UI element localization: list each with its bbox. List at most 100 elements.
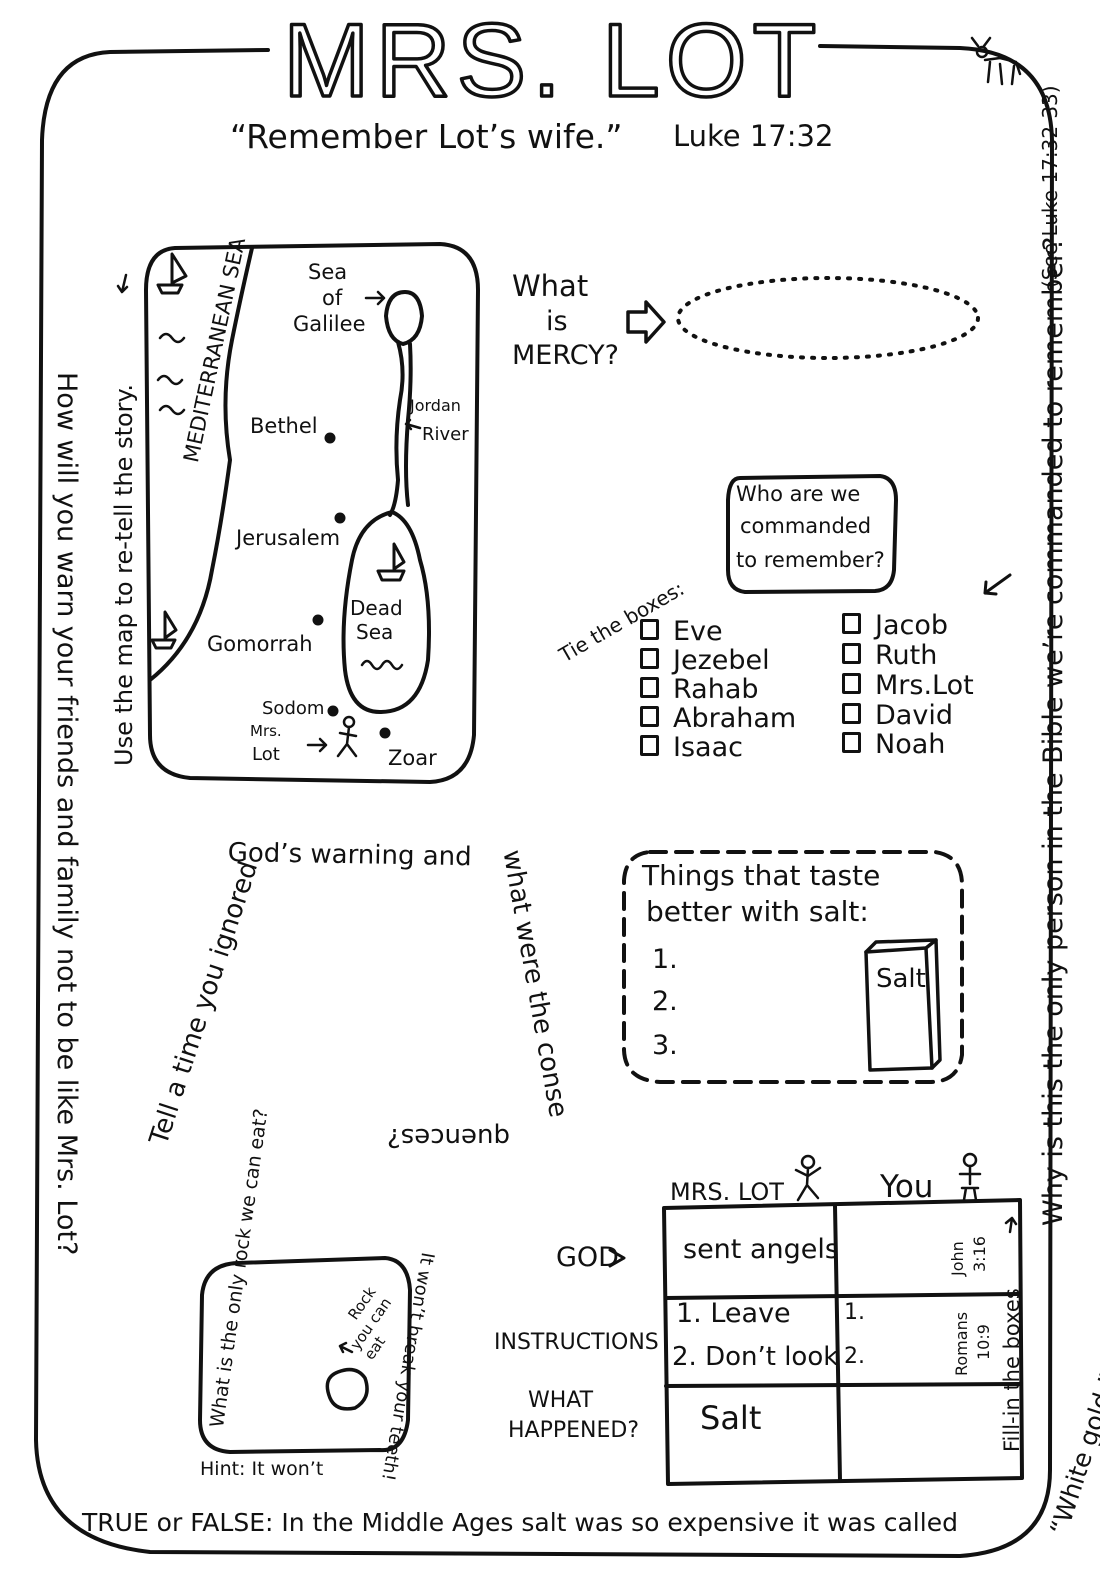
mercy-answer-box — [676, 276, 980, 360]
col-mrs-lot: MRS. LOT — [670, 1178, 784, 1206]
name-item[interactable]: Eve — [640, 616, 723, 647]
name-item[interactable]: Isaac — [640, 732, 743, 763]
mercy-what: What — [512, 269, 589, 303]
name-item[interactable]: Rahab — [640, 674, 759, 705]
arrow-icon — [364, 290, 386, 306]
row-instructions: INSTRUCTIONS — [494, 1330, 659, 1355]
mediterranean-coast — [148, 246, 254, 682]
deer-doodle-icon — [970, 36, 1022, 86]
jordan-river — [388, 340, 413, 517]
sea-of-galilee — [384, 290, 424, 346]
arrow-icon — [404, 418, 422, 431]
mercy-word: MERCY? — [512, 340, 619, 371]
arrow-icon — [983, 573, 1012, 596]
cell-you-instr-2[interactable]: 2. — [844, 1344, 865, 1369]
sailboat-icon — [376, 542, 406, 582]
true-false-question: TRUE or FALSE: In the Middle Ages salt w… — [82, 1508, 958, 1537]
gomorrah-dot — [312, 614, 324, 626]
table-row-divider — [664, 1292, 1022, 1300]
remember-line-1: Who are we — [736, 482, 861, 506]
name-item[interactable]: David — [842, 700, 953, 731]
wave-icon — [156, 332, 186, 416]
cell-you-instr-1[interactable]: 1. — [844, 1300, 865, 1325]
right-margin-question: Why is this the only person in the Bible… — [1038, 236, 1069, 1226]
cell-instr-2: 2. Don’t look — [672, 1342, 839, 1372]
salt-title-2: better with salt: — [646, 895, 869, 928]
map-label-dead: Dead — [350, 596, 403, 620]
map-label-bethel: Bethel — [250, 414, 318, 438]
name-item[interactable]: Mrs.Lot — [842, 670, 974, 701]
checkbox[interactable] — [640, 677, 659, 698]
rock-answer-box — [198, 1256, 412, 1454]
right-margin-reference: (See Luke 17:32-33) — [1038, 85, 1062, 288]
stick-figure-icon — [958, 1152, 982, 1202]
stick-figure-icon — [336, 715, 358, 758]
row-happened: HAPPENED? — [508, 1418, 640, 1443]
wave-icon — [360, 659, 404, 671]
remember-line-3: to remember? — [736, 548, 885, 572]
name-item[interactable]: Jacob — [842, 610, 948, 641]
cell-happened-salt: Salt — [700, 1399, 762, 1437]
name-item[interactable]: Abraham — [640, 703, 796, 734]
map-label-sea2: Sea — [356, 620, 394, 644]
warning-prompt-bottom: quences? — [386, 1122, 510, 1152]
map-label-jordan: Jordan — [410, 396, 461, 415]
svg-text:MRS. LOT: MRS. LOT — [283, 3, 822, 119]
arrow-icon — [306, 737, 328, 753]
arrow-icon — [338, 1341, 354, 1354]
map-label-of: of — [322, 286, 343, 310]
page-border — [34, 44, 1054, 1558]
jerusalem-dot — [334, 512, 346, 524]
salt-item-3[interactable]: 3. — [652, 1030, 678, 1061]
salt-item-1[interactable]: 1. — [652, 944, 678, 975]
table-row-divider — [664, 1382, 1023, 1388]
ref-john-verse: 3:16 — [970, 1236, 989, 1272]
salt-answer-box — [622, 850, 964, 1084]
salt-label: Salt — [876, 964, 926, 994]
name-item[interactable]: Ruth — [842, 640, 937, 671]
checkbox[interactable] — [640, 735, 659, 756]
salt-item-2[interactable]: 2. — [652, 986, 678, 1017]
table-col-divider — [833, 1204, 842, 1482]
remember-bubble — [726, 474, 898, 594]
map-label-jerusalem: Jerusalem — [236, 526, 341, 550]
map-label-sodom: Sodom — [262, 698, 325, 719]
verse-quote: “Remember Lot’s wife.” — [230, 117, 623, 156]
map-label-zoar: Zoar — [388, 746, 437, 770]
checkbox[interactable] — [842, 703, 861, 724]
checkbox[interactable] — [640, 619, 659, 640]
arrow-icon — [116, 273, 129, 294]
title-outline: MRS. LOT — [281, 1, 822, 121]
ref-romans-verse: 10:9 — [974, 1324, 993, 1360]
sailboat-icon — [150, 610, 178, 650]
checkbox[interactable] — [842, 643, 861, 664]
checkbox[interactable] — [842, 613, 861, 634]
name-item[interactable]: Jezebel — [640, 645, 770, 676]
salt-box-icon — [864, 938, 942, 1072]
ref-romans: Romans — [952, 1311, 971, 1376]
arrow-icon — [1004, 1216, 1018, 1234]
remember-line-2: commanded — [740, 514, 872, 538]
map-label-river: River — [422, 424, 469, 445]
bethel-dot — [324, 432, 336, 444]
row-god: GOD — [556, 1242, 619, 1273]
right-arrow-icon — [626, 300, 666, 344]
sailboat-icon — [156, 252, 188, 295]
cell-instr-1: 1. Leave — [676, 1298, 791, 1329]
map-frame — [144, 242, 480, 784]
map-label-mrs: Mrs. — [250, 722, 282, 740]
map-label-lot: Lot — [252, 744, 280, 765]
zoar-dot — [379, 727, 391, 739]
salt-title-1: Things that taste — [642, 859, 881, 892]
map-prompt: Use the map to re-tell the story. — [110, 384, 138, 766]
checkbox[interactable] — [842, 732, 861, 753]
stick-figure-icon — [794, 1154, 822, 1202]
checkbox[interactable] — [640, 706, 659, 727]
checkbox[interactable] — [842, 673, 861, 694]
checkbox[interactable] — [640, 648, 659, 669]
rock-icon — [325, 1367, 369, 1411]
name-item[interactable]: Noah — [842, 729, 945, 760]
right-arrow-icon — [608, 1248, 626, 1268]
mercy-is: is — [546, 306, 568, 337]
